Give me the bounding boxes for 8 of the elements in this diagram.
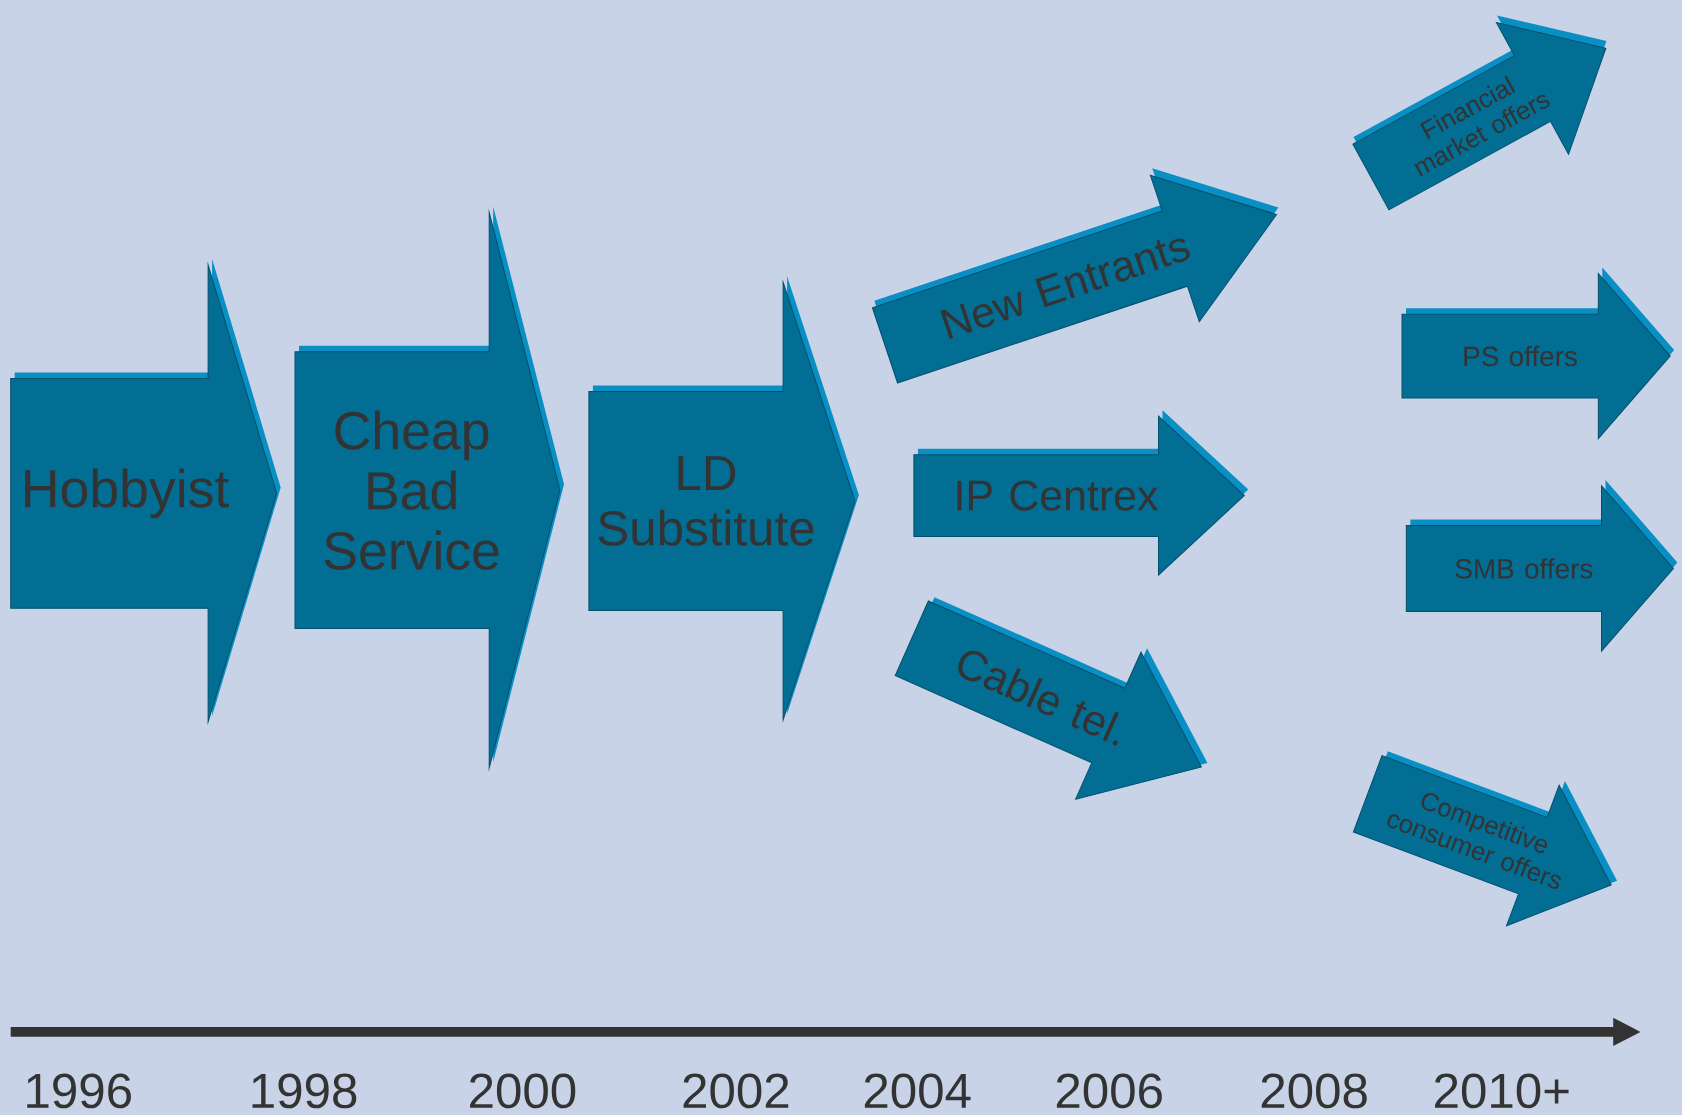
- year-label: 2010+: [1435, 1073, 1569, 1109]
- year-label: 2004: [864, 1073, 971, 1109]
- year-label: 2002: [683, 1073, 789, 1109]
- year-label: 1996: [27, 1073, 131, 1109]
- year-label: 1998: [252, 1073, 357, 1109]
- year-label: 2008: [1261, 1073, 1367, 1109]
- year-label: 2000: [470, 1073, 576, 1109]
- year-label: 2006: [1056, 1073, 1162, 1109]
